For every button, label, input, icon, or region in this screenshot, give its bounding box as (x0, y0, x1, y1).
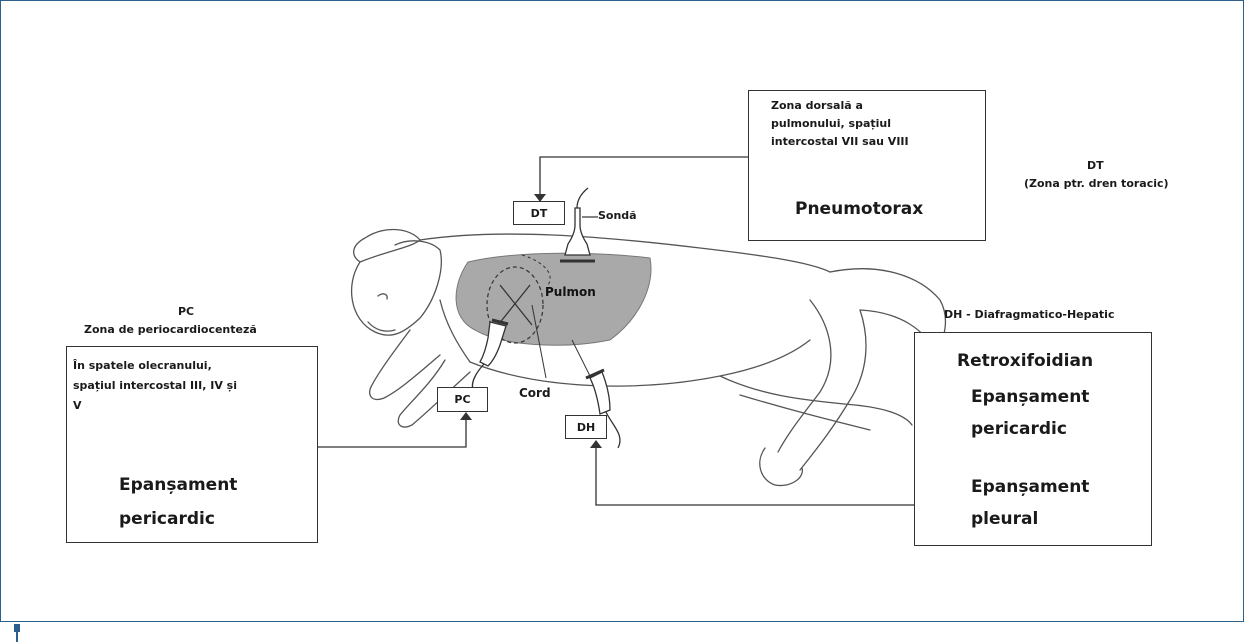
pc-title: PC (178, 305, 194, 318)
dh-cond1-line2: pericardic (971, 419, 1067, 439)
dh-cond2-line2: pleural (971, 509, 1038, 529)
pulmon-label: Pulmon (545, 285, 596, 299)
dh-site: Retroxifoidian (957, 351, 1093, 371)
dh-cond1-line1: Epanșament (971, 387, 1089, 407)
dog-ear (354, 230, 420, 262)
sonda-label: Sondă (598, 209, 637, 222)
dh-title: DH - Diafragmatico-Hepatic (944, 308, 1114, 321)
pneumotorax-box: Zona dorsală a pulmonului, spațiul inter… (748, 90, 986, 241)
dh-cond2-line1: Epanșament (971, 477, 1089, 497)
dh-tag: DH (565, 415, 607, 439)
dt-tag: DT (513, 201, 565, 225)
dt-subtitle: (Zona ptr. dren toracic) (1024, 177, 1169, 190)
dog-belly (470, 340, 810, 386)
pc-desc-2: spațiul intercostal III, IV și (73, 377, 237, 395)
pneumotorax-condition: Pneumotorax (795, 199, 923, 219)
pericardiocenteza-box: În spatele olecranului, spațiul intercos… (66, 346, 318, 543)
cord-label: Cord (519, 386, 551, 400)
dog-head (352, 241, 442, 335)
pneumotorax-desc-2: pulmonului, spațiul (771, 115, 891, 133)
probe-dt (560, 188, 595, 261)
lung-region (456, 253, 651, 345)
pc-condition-2: pericardic (119, 509, 215, 529)
dh-box: Retroxifoidian Epanșament pericardic Epa… (914, 332, 1152, 546)
pc-desc-1: În spatele olecranului, (73, 357, 212, 375)
pneumotorax-desc-3: intercostal VII sau VIII (771, 133, 909, 151)
dt-title: DT (1087, 159, 1104, 172)
pc-desc-3: V (73, 397, 82, 415)
pneumotorax-desc-1: Zona dorsală a (771, 97, 863, 115)
pc-tag: PC (437, 387, 488, 412)
pc-subtitle: Zona de periocardiocenteză (84, 323, 257, 336)
corner-marker (14, 624, 20, 642)
pc-condition-1: Epanșament (119, 475, 237, 495)
